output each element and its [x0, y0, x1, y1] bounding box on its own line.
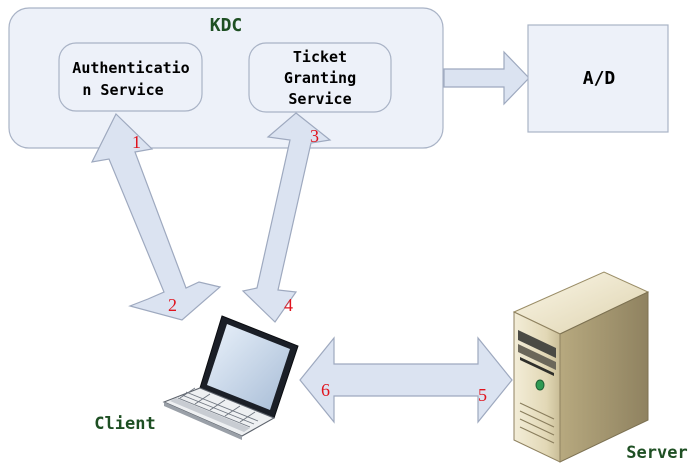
step-5: 5: [478, 385, 487, 405]
ad-box: [527, 24, 669, 133]
authentication-service-label-line2: n Service: [82, 81, 163, 99]
arrow-tgs-client: [241, 112, 332, 323]
tgs-label-line3: Service: [288, 90, 351, 108]
step-2: 2: [168, 295, 177, 315]
authentication-service-box: [58, 42, 203, 112]
ad-label: A/D: [583, 68, 616, 89]
laptop-icon: [162, 315, 299, 440]
server-label: Server: [626, 443, 687, 463]
client-label: Client: [94, 414, 155, 434]
authentication-service-label-line1: Authenticatio: [72, 59, 189, 77]
step-3: 3: [310, 126, 319, 146]
tgs-label-line2: Granting: [284, 69, 356, 87]
arrow-client-server: [299, 336, 513, 424]
server-tower-icon: [512, 271, 650, 463]
arrow-kdc-to-ad: [443, 50, 530, 106]
kdc-title: KDC: [210, 15, 243, 36]
arrow-auth-client: [90, 112, 222, 321]
tgs-label-line1: Ticket: [293, 48, 347, 66]
step-1: 1: [132, 132, 141, 152]
ticket-granting-service-box: [248, 42, 392, 113]
step-6: 6: [321, 380, 330, 400]
step-4: 4: [284, 295, 293, 315]
